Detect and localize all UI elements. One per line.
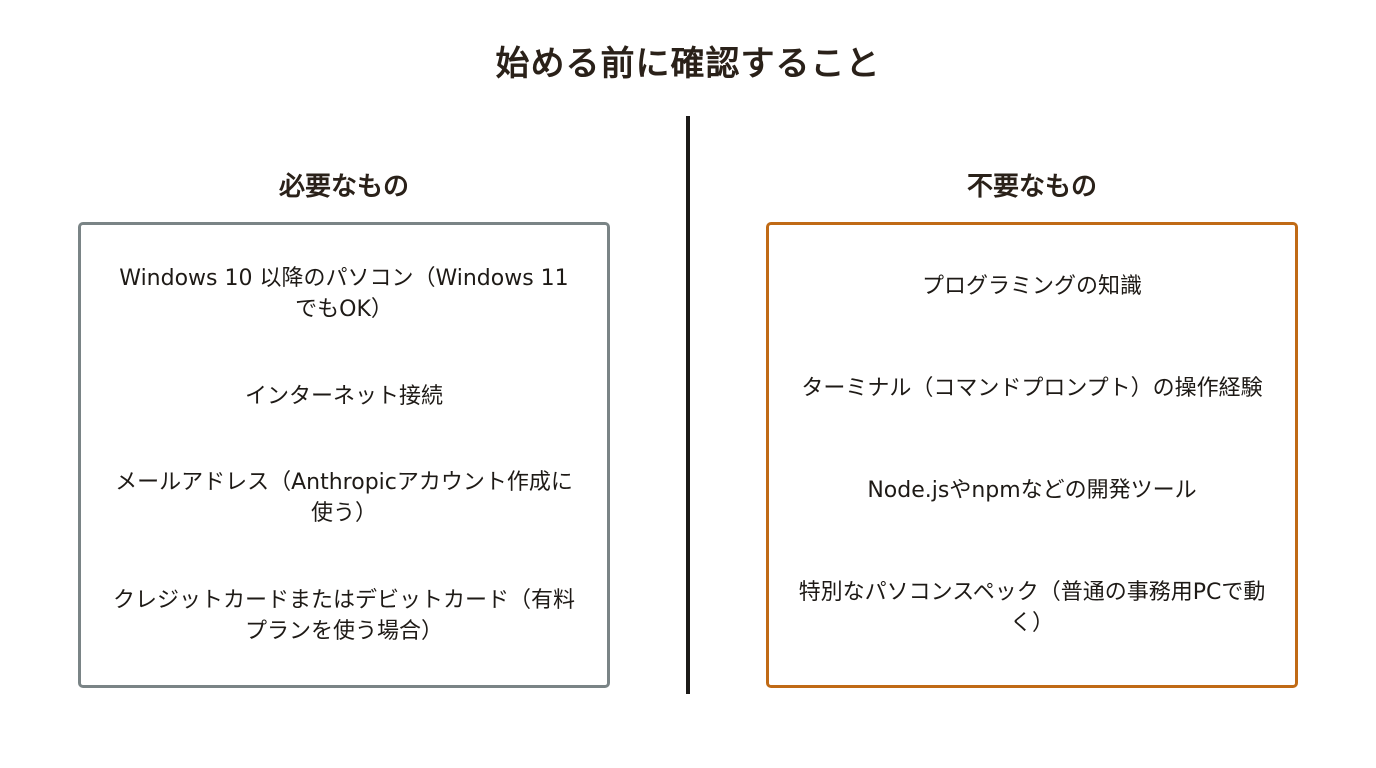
required-items-box: Windows 10 以降のパソコン（Windows 11でもOK） インターネ… [78, 222, 610, 688]
required-item: クレジットカードまたはデビットカード（有料プランを使う場合） [112, 588, 575, 645]
required-item: Windows 10 以降のパソコン（Windows 11でもOK） [119, 265, 569, 322]
unneeded-item: ターミナル（コマンドプロンプト）の操作経験 [801, 375, 1263, 401]
unneeded-item: 特別なパソコンスペック（普通の事務用PCで動く） [798, 580, 1266, 637]
required-item: インターネット接続 [244, 383, 443, 409]
vertical-divider [686, 116, 690, 694]
unneeded-heading: 不要なもの [966, 172, 1097, 202]
required-heading: 必要なもの [278, 172, 409, 202]
unneeded-items-box: プログラミングの知識 ターミナル（コマンドプロンプト）の操作経験 Node.js… [766, 222, 1298, 688]
required-item: メールアドレス（Anthropicアカウント作成に使う） [115, 470, 573, 527]
page-title: 始める前に確認すること [495, 44, 881, 84]
unneeded-item: プログラミングの知識 [921, 273, 1142, 299]
unneeded-item: Node.jsやnpmなどの開発ツール [867, 478, 1197, 504]
